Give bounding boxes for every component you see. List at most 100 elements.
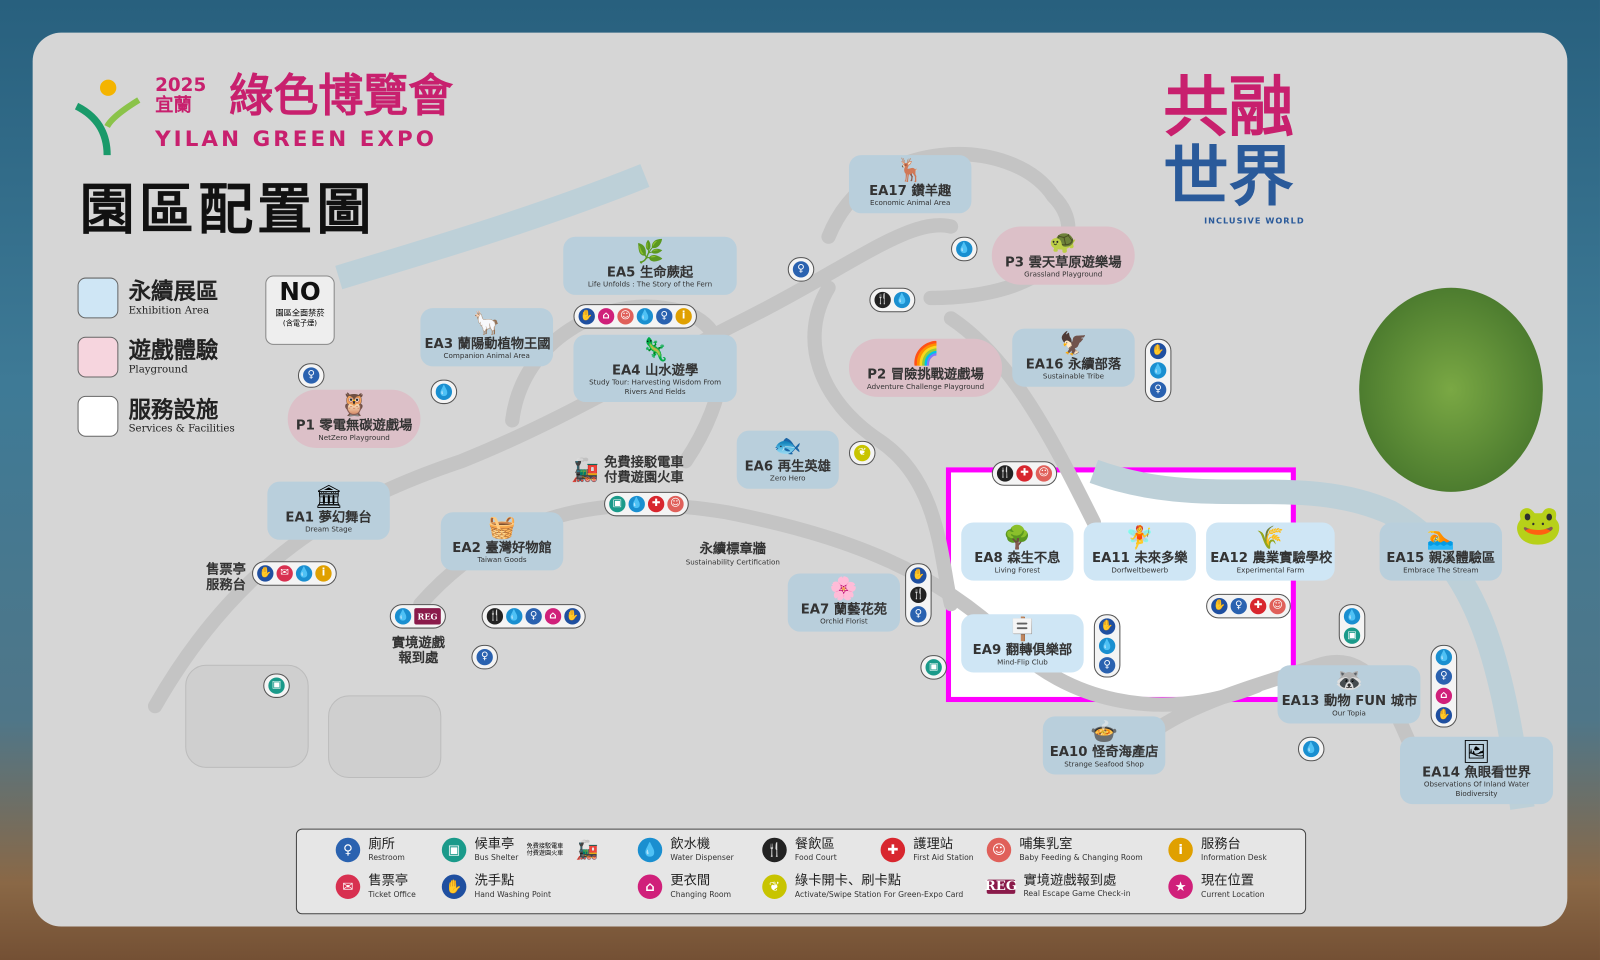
area-illustration-icon: 🌸 — [829, 576, 858, 603]
facility-group[interactable]: ✋🍴♀ — [905, 563, 932, 627]
facility-group[interactable]: ▣💧✚☺ — [604, 491, 689, 517]
facility-group[interactable]: ♀ — [471, 644, 498, 670]
water-icon: 💧 — [1098, 637, 1116, 655]
handwash-icon: ✋ — [1098, 618, 1116, 635]
water-icon: 💧 — [628, 495, 645, 513]
handwash-icon: ✋ — [441, 874, 467, 899]
area-name: P2 冒險挑戰遊戲場 — [867, 367, 984, 383]
ticket-icon: ✉ — [276, 565, 293, 582]
facility-group[interactable]: ▣ — [263, 673, 290, 698]
area-name: EA9 翻轉俱樂部 — [972, 642, 1073, 659]
first-aid-icon: ✚ — [1249, 597, 1267, 615]
area-name: P3 雲天草原遊樂場 — [1005, 255, 1122, 271]
water-icon: 💧 — [1435, 648, 1453, 666]
baby-icon: ☺ — [617, 308, 634, 325]
facility-group[interactable]: 🍴💧 — [869, 287, 916, 313]
facility-group[interactable]: 💧 — [1297, 736, 1325, 762]
facility-group[interactable]: 💧♀⌂✋ — [1430, 644, 1458, 728]
expo-map-board: 2025 宜蘭 綠色博覽會 YILAN GREEN EXPO 園區配置圖 永續展… — [32, 32, 1568, 927]
facility-group[interactable]: 🍴💧♀⌂✋ — [481, 604, 586, 629]
area-name: EA17 鑽羊趣 — [869, 183, 952, 199]
expo-year: 2025 — [155, 74, 207, 96]
facility-group[interactable]: ✋✉💧i — [252, 561, 337, 586]
water-icon: 💧 — [295, 565, 313, 582]
facility-group[interactable]: ♀ — [787, 257, 815, 282]
facility-group[interactable]: 💧 — [430, 379, 458, 405]
bus-icon: ▣ — [609, 495, 626, 513]
changing-room-icon: ⌂ — [544, 608, 562, 625]
facility-group[interactable]: ✋⌂☺💧♀i — [573, 304, 697, 329]
info-icon: i — [675, 308, 692, 325]
restroom-icon: ♀ — [1149, 381, 1167, 398]
expo-title-zh: 綠色博覽會 — [228, 70, 454, 123]
bird-mascot-illustration — [1359, 287, 1543, 492]
area-name: EA14 魚眼看世界 — [1422, 765, 1531, 781]
area-illustration-icon: 🖼 — [1462, 739, 1491, 766]
facility-group[interactable]: ✋💧♀ — [1144, 338, 1172, 403]
shuttle-note: 免費接駁電車 付費遊園火車 — [526, 842, 564, 858]
facility-group[interactable]: ▣ — [920, 655, 947, 680]
restroom-icon: ♀ — [792, 261, 810, 278]
restroom-icon: ♀ — [303, 367, 320, 384]
frog-illustration: 🐸 — [1514, 502, 1563, 547]
facility-group[interactable]: ✋💧♀ — [1093, 614, 1121, 678]
area-name-en: Sustainable Tribe — [1042, 372, 1105, 381]
first-aid-icon: ✚ — [647, 495, 665, 513]
area-name-en: Mind-Flip Club — [997, 658, 1048, 667]
food-icon: 🍴 — [762, 837, 787, 863]
facility-group[interactable]: 💧 — [951, 236, 978, 262]
food-icon: 🍴 — [996, 465, 1014, 482]
info-icon: i — [1168, 837, 1193, 863]
area-name: EA12 農業實驗學校 — [1210, 551, 1333, 567]
facility-group[interactable]: ♀ — [297, 363, 325, 388]
area-name-en: Embrace The Stream — [1403, 566, 1479, 575]
restroom-icon: ♀ — [525, 608, 542, 625]
facility-group[interactable]: 💧▣ — [1338, 604, 1366, 648]
bus-icon: ▣ — [268, 677, 285, 694]
facility-group[interactable]: ❦ — [848, 440, 876, 466]
handwash-icon: ✋ — [564, 608, 581, 625]
area-illustration-icon: 🦎 — [641, 337, 670, 364]
area-illustration-icon: 🌈 — [911, 341, 940, 368]
area-name: EA15 親溪體驗區 — [1386, 551, 1496, 567]
area-illustration-icon: 🪧 — [1008, 617, 1037, 643]
restroom-icon: ♀ — [1230, 597, 1247, 615]
reg-icon: REG — [984, 878, 1018, 895]
facility-group[interactable]: 🍴✚☺ — [991, 461, 1058, 486]
facility-group[interactable]: 💧REG — [389, 604, 446, 629]
water-icon: 💧 — [893, 291, 911, 309]
facility-group[interactable]: ✋♀✚☺ — [1206, 593, 1291, 619]
